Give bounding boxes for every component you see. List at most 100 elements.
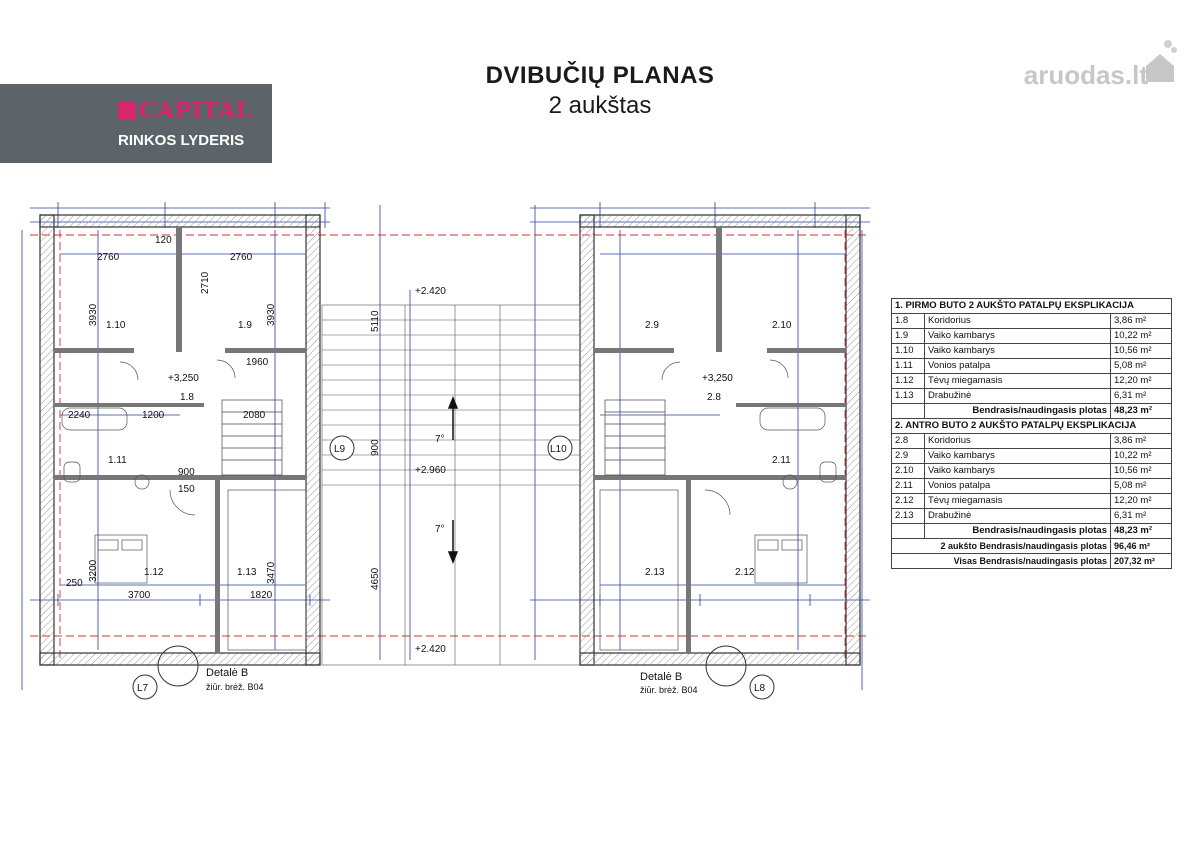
room-area: 10,56 m² <box>1110 463 1172 479</box>
room-area: 3,86 m² <box>1110 313 1172 329</box>
dimension-label: 900 <box>178 467 195 478</box>
detail-ref: žiūr. brėž. B04 <box>206 682 264 692</box>
dimension-label: 4650 <box>370 567 381 590</box>
room-label: 2.8 <box>707 392 721 403</box>
house-icon <box>1146 40 1177 82</box>
floor-total-value: 96,46 m² <box>1110 538 1172 554</box>
detail-ref: žiūr. brėž. B04 <box>640 685 698 695</box>
room-name: Vonios patalpa <box>924 478 1111 494</box>
plan-subtitle: 2 aukštas <box>548 92 652 119</box>
brand-tagline: RINKOS LYDERIS <box>118 132 245 149</box>
room-label: 1.13 <box>237 567 257 578</box>
dimension-label: 120 <box>155 235 172 246</box>
stair-slope-label: 7° <box>435 524 445 535</box>
dimension-label: 1820 <box>250 590 273 601</box>
axis-label: L9 <box>334 444 346 455</box>
dimension-label: 3930 <box>266 303 277 326</box>
room-no: 1.10 <box>891 343 925 359</box>
dimension-label: 2760 <box>230 252 253 263</box>
room-no: 1.12 <box>891 373 925 389</box>
room-label: 1.12 <box>144 567 164 578</box>
level-mark: +2.420 <box>415 644 446 655</box>
room-area: 5,08 m² <box>1110 478 1172 494</box>
dimension-label: 2760 <box>97 252 120 263</box>
room-label: 2.12 <box>735 567 755 578</box>
floor-total-label: 2 aukšto Bendrasis/naudingasis plotas <box>891 538 1111 554</box>
dimension-label: 1200 <box>142 410 165 421</box>
room-label: 1.11 <box>108 455 127 466</box>
room-label: 2.13 <box>645 567 665 578</box>
room-no: 2.11 <box>891 478 925 494</box>
total-value: 48,23 m² <box>1110 403 1172 419</box>
room-name: Koridorius <box>924 433 1111 449</box>
dimension-label: 2080 <box>243 410 266 421</box>
dimension-label: 900 <box>370 439 381 456</box>
room-no: 2.9 <box>891 448 925 464</box>
room-area: 10,56 m² <box>1110 343 1172 359</box>
axis-label: L8 <box>754 683 766 694</box>
room-name: Vaiko kambarys <box>924 343 1111 359</box>
room-schedule-table: 1. PIRMO BUTO 2 AUKŠTO PATALPŲ EKSPLIKAC… <box>891 298 1172 569</box>
axis-label: L7 <box>137 683 149 694</box>
room-label: 2.10 <box>772 320 792 331</box>
room-label: 1.8 <box>180 392 194 403</box>
dimension-label: 3930 <box>88 303 99 326</box>
dimension-label: 1960 <box>246 357 269 368</box>
table-section-heading: 2. ANTRO BUTO 2 AUKŠTO PATALPŲ EKSPLIKAC… <box>891 418 1172 434</box>
dimension-label: 2710 <box>200 271 211 294</box>
room-name: Vaiko kambarys <box>924 328 1111 344</box>
room-no: 2.8 <box>891 433 925 449</box>
room-label: 2.9 <box>645 320 659 331</box>
room-label: 2.11 <box>772 455 791 466</box>
room-no: 2.12 <box>891 493 925 509</box>
grand-total-value: 207,32 m² <box>1110 553 1172 569</box>
room-no: 1.11 <box>891 358 925 374</box>
detail-label: Detalė B <box>640 671 682 683</box>
room-area: 10,22 m² <box>1110 328 1172 344</box>
level-mark: +2.420 <box>415 286 446 297</box>
dimension-label: 3470 <box>266 561 277 584</box>
room-label: 1.10 <box>106 320 126 331</box>
brand-logo-text: CAPITAL <box>139 98 252 124</box>
room-area: 10,22 m² <box>1110 448 1172 464</box>
room-no: 1.9 <box>891 328 925 344</box>
room-no: 1.13 <box>891 388 925 404</box>
room-area: 3,86 m² <box>1110 433 1172 449</box>
brand-logo: CAPITAL <box>118 98 252 124</box>
section-heading: 2. ANTRO BUTO 2 AUKŠTO PATALPŲ EKSPLIKAC… <box>891 418 1172 434</box>
total-label: Bendrasis/naudingasis plotas <box>924 403 1111 419</box>
section-heading: 1. PIRMO BUTO 2 AUKŠTO PATALPŲ EKSPLIKAC… <box>891 298 1172 314</box>
room-name: Vaiko kambarys <box>924 463 1111 479</box>
room-name: Koridorius <box>924 313 1111 329</box>
dimension-label: 150 <box>178 484 195 495</box>
room-name: Vonios patalpa <box>924 358 1111 374</box>
level-mark: +3,250 <box>168 373 199 384</box>
table-section-heading: 1. PIRMO BUTO 2 AUKŠTO PATALPŲ EKSPLIKAC… <box>891 298 1172 314</box>
room-no: 2.13 <box>891 508 925 524</box>
detail-label: Detalė B <box>206 667 248 679</box>
room-name: Drabužinė <box>924 508 1111 524</box>
room-name: Tėvų miegamasis <box>924 493 1111 509</box>
dimension-label: 250 <box>66 578 83 589</box>
room-no: 1.8 <box>891 313 925 329</box>
room-name: Vaiko kambarys <box>924 448 1111 464</box>
watermark-logo: aruodas.lt <box>1023 60 1148 90</box>
dimension-label: 5110 <box>370 310 381 332</box>
room-area: 6,31 m² <box>1110 388 1172 404</box>
dimension-label: 3200 <box>88 559 99 582</box>
room-area: 5,08 m² <box>1110 358 1172 374</box>
total-label: Bendrasis/naudingasis plotas <box>924 523 1111 539</box>
